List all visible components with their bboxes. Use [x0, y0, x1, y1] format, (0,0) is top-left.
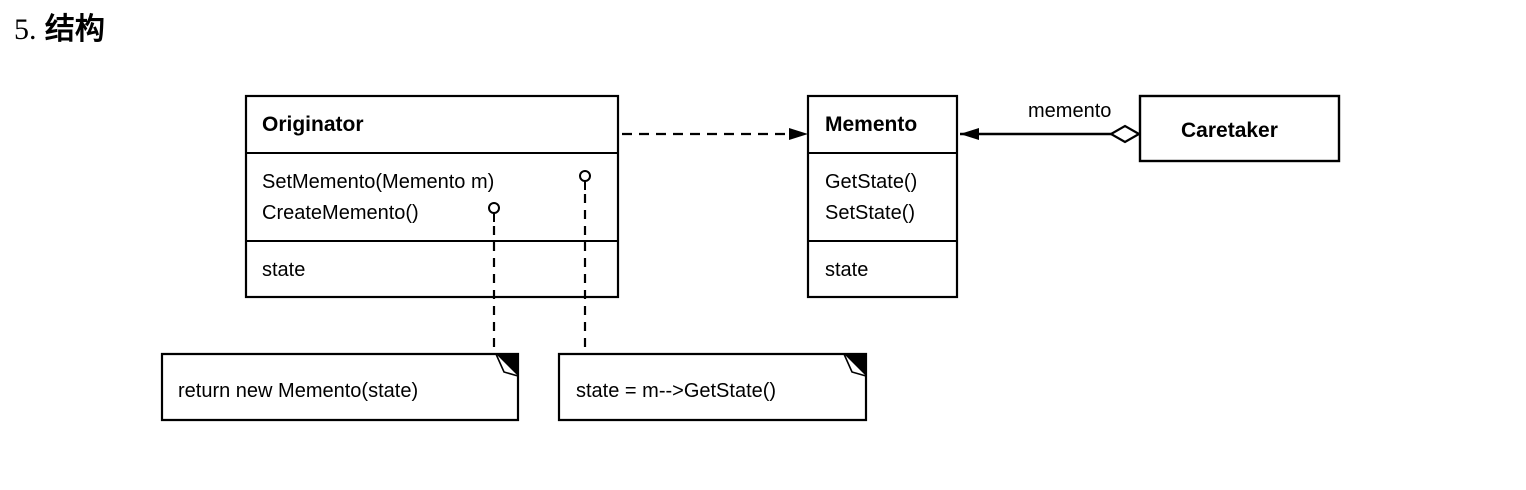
memento-name: Memento — [825, 113, 917, 136]
originator-name: Originator — [262, 113, 364, 136]
memento-class: Memento GetState() SetState() state — [806, 94, 959, 299]
originator-op-setmemento: SetMemento(Memento m) — [262, 171, 494, 193]
aggregation-diamond — [1108, 124, 1142, 144]
setmemento-note-anchor — [579, 170, 591, 182]
originator-class: Originator SetMemento(Memento m) CreateM… — [244, 94, 620, 299]
section-number: 5. — [14, 13, 37, 46]
setmemento-note: state = m-->GetState() — [557, 352, 868, 422]
section-title: 结构 — [44, 12, 105, 47]
creatememento-note-anchor — [488, 202, 500, 214]
section-heading: 5. 结构 — [14, 10, 105, 50]
memento-attr-state: state — [825, 259, 868, 281]
caretaker-class: Caretaker — [1138, 94, 1341, 163]
memento-op-getstate: GetState() — [825, 171, 917, 193]
memento-op-setstate: SetState() — [825, 202, 915, 224]
caretaker-name: Caretaker — [1181, 119, 1278, 142]
originator-op-creatememento: CreateMemento() — [262, 202, 419, 224]
setmemento-note-text: state = m-->GetState() — [576, 380, 776, 402]
originator-attr-state: state — [262, 259, 305, 281]
association-role-label: memento — [1028, 100, 1111, 122]
creatememento-note-text: return new Memento(state) — [178, 380, 418, 402]
creatememento-note: return new Memento(state) — [160, 352, 520, 422]
caretaker-memento-aggregation — [960, 124, 1142, 144]
